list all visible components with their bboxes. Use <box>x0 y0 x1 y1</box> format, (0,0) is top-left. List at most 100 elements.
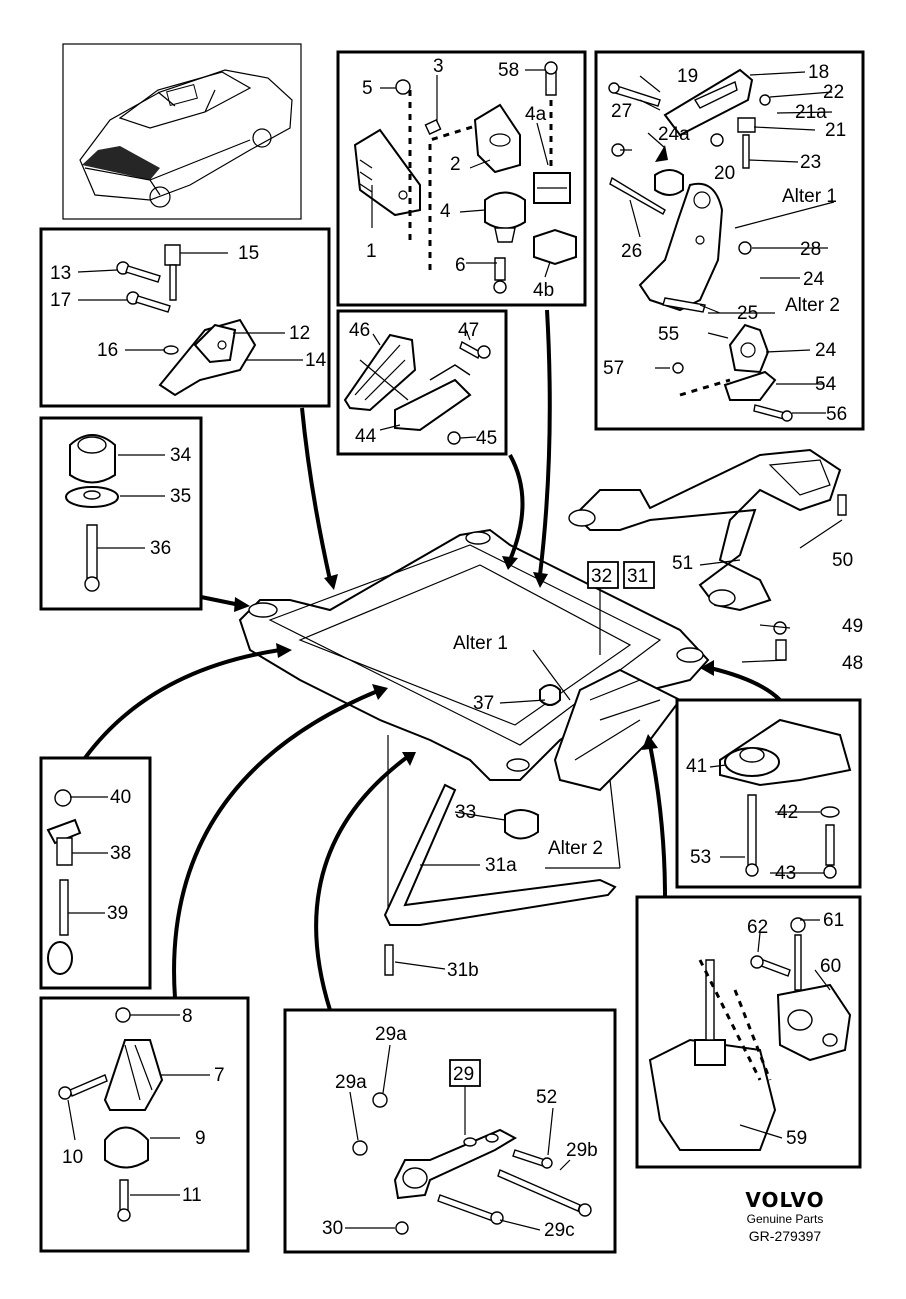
boxed-label-29: 29 <box>449 1059 481 1087</box>
label-19: 19 <box>677 66 698 87</box>
label-4a: 4a <box>525 104 547 125</box>
boxed-label-32: 32 <box>587 561 619 589</box>
panel-torque-29 <box>283 1008 617 1254</box>
pointer-arrows <box>83 309 782 1011</box>
label-42: 42 <box>777 802 798 823</box>
subframe-main <box>238 528 710 920</box>
label-16: 16 <box>97 340 118 361</box>
label-35: 35 <box>170 486 191 507</box>
label-3: 3 <box>433 56 444 77</box>
label-4b: 4b <box>533 280 554 301</box>
label-12: 12 <box>289 323 310 344</box>
label-26: 26 <box>621 241 642 262</box>
label-48: 48 <box>842 653 863 674</box>
panel-bushing-34 <box>39 416 203 611</box>
label-9: 9 <box>195 1128 206 1149</box>
panel-engine-mount-top <box>336 50 587 307</box>
leader-lines <box>67 69 843 1231</box>
panel-mount-59 <box>635 895 862 1169</box>
label-18: 18 <box>808 62 829 83</box>
volvo-logo: VOLVO <box>745 1188 825 1212</box>
panel-pin-38 <box>39 756 152 990</box>
brace-51 <box>568 448 847 661</box>
label-15: 15 <box>238 243 259 264</box>
label-31a: 31a <box>485 855 517 876</box>
label-31b: 31b <box>447 960 479 981</box>
label-60: 60 <box>820 956 841 977</box>
label-54: 54 <box>815 374 837 395</box>
label-40: 40 <box>110 787 131 808</box>
label-30: 30 <box>322 1218 343 1239</box>
label-13: 13 <box>50 263 71 284</box>
label-29a-1: 29a <box>375 1024 407 1045</box>
label-46: 46 <box>349 320 370 341</box>
label-51: 51 <box>672 553 693 574</box>
label-22: 22 <box>823 82 844 103</box>
label-29c: 29c <box>544 1220 575 1241</box>
boxed-label-31: 31 <box>623 561 655 589</box>
label-alter2-top: Alter 2 <box>785 295 840 316</box>
label-41: 41 <box>686 756 707 777</box>
label-2: 2 <box>450 154 461 175</box>
label-34: 34 <box>170 445 192 466</box>
label-21: 21 <box>825 120 846 141</box>
label-17: 17 <box>50 290 71 311</box>
panel-mount-41 <box>675 698 862 889</box>
label-43: 43 <box>775 863 796 884</box>
label-55: 55 <box>658 324 679 345</box>
label-57: 57 <box>603 358 624 379</box>
label-58: 58 <box>498 60 519 81</box>
label-56: 56 <box>826 404 847 425</box>
label-39: 39 <box>107 903 128 924</box>
label-62: 62 <box>747 917 768 938</box>
diagram-code: GR-279397 <box>748 1228 822 1244</box>
label-31: 31 <box>627 566 648 587</box>
panel-torque-rod <box>594 50 865 431</box>
label-52: 52 <box>536 1087 557 1108</box>
label-29b: 29b <box>566 1140 598 1161</box>
label-36: 36 <box>150 538 171 559</box>
label-1: 1 <box>366 241 377 262</box>
label-32: 32 <box>591 566 612 587</box>
label-28: 28 <box>800 239 821 260</box>
label-6: 6 <box>455 255 466 276</box>
label-33: 33 <box>455 802 476 823</box>
label-61: 61 <box>823 910 844 931</box>
callout-labels: 1 2 3 4 4a 4b 5 6 58 12 13 14 15 16 17 1… <box>50 56 863 1241</box>
label-37: 37 <box>473 693 494 714</box>
label-14: 14 <box>305 350 327 371</box>
label-59: 59 <box>786 1128 807 1149</box>
panel-mount-7 <box>39 996 250 1253</box>
label-44: 44 <box>355 426 377 447</box>
label-10: 10 <box>62 1147 83 1168</box>
brand-subtitle: Genuine Parts <box>746 1212 824 1226</box>
label-53: 53 <box>690 847 711 868</box>
panel-bracket-left <box>39 227 331 408</box>
label-29: 29 <box>453 1064 474 1085</box>
label-27: 27 <box>611 101 632 122</box>
label-alter2-mid: Alter 2 <box>548 838 603 859</box>
label-11: 11 <box>182 1185 202 1206</box>
label-45: 45 <box>476 428 497 449</box>
label-4: 4 <box>440 201 451 222</box>
bracket-31a <box>383 783 617 976</box>
label-50: 50 <box>832 550 853 571</box>
label-7: 7 <box>214 1065 225 1086</box>
car-thumbnail <box>62 43 302 220</box>
label-24: 24 <box>803 269 825 290</box>
label-38: 38 <box>110 843 131 864</box>
label-47: 47 <box>458 320 479 341</box>
label-alter1-top: Alter 1 <box>782 186 837 207</box>
label-49: 49 <box>842 616 863 637</box>
label-24b: 24 <box>815 340 837 361</box>
label-25: 25 <box>737 303 758 324</box>
label-5: 5 <box>362 78 373 99</box>
label-alter1-mid: Alter 1 <box>453 633 508 654</box>
label-21a: 21a <box>795 102 827 123</box>
label-8: 8 <box>182 1006 193 1027</box>
label-29a-2: 29a <box>335 1072 367 1093</box>
label-20: 20 <box>714 163 735 184</box>
label-23: 23 <box>800 152 821 173</box>
label-24a: 24a <box>658 124 690 145</box>
panel-bracket-44 <box>336 309 508 456</box>
